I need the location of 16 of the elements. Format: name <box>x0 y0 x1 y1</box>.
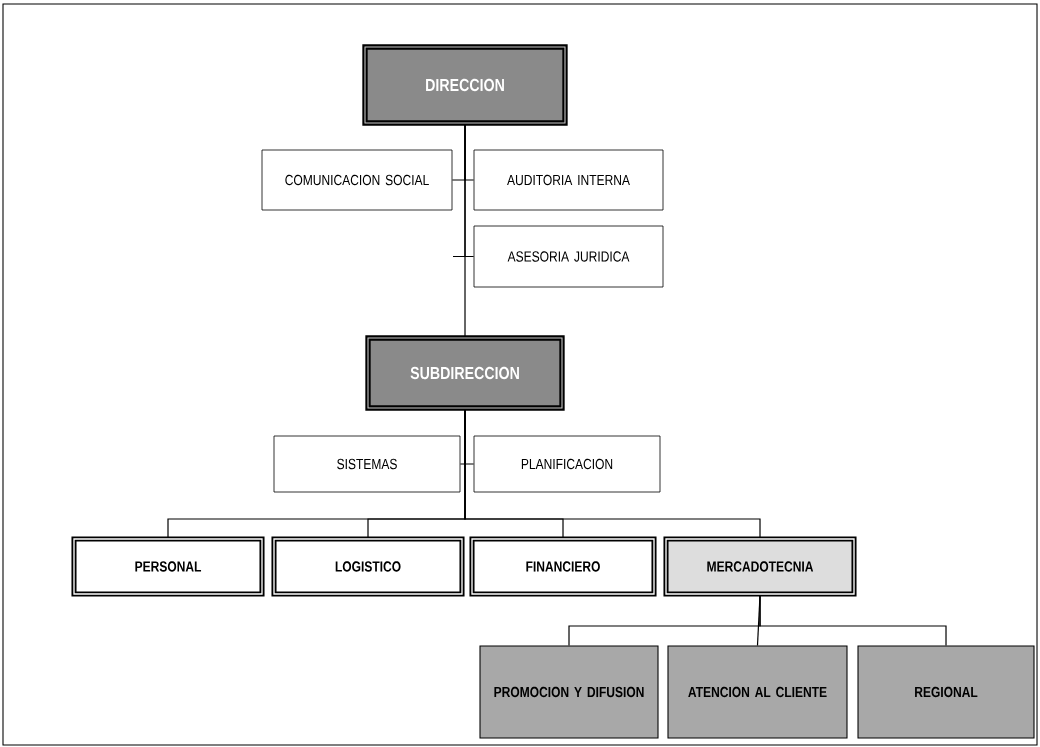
department-box: LOGISTICO <box>271 536 465 597</box>
unit-box: ASESORIA JURIDICA <box>473 225 664 288</box>
heading-box: DIRECCION <box>362 44 568 126</box>
unit-box: REGIONAL <box>857 645 1035 739</box>
department-box: PERSONAL <box>71 536 265 597</box>
unit-box: PLANIFICACION <box>473 435 661 493</box>
connector-line <box>759 594 947 647</box>
unit-box: AUDITORIA INTERNA <box>473 149 664 211</box>
heading-box: SUBDIRECCION <box>365 335 565 411</box>
unit-box: ATENCION AL CLIENTE <box>667 645 848 739</box>
unit-box: COMUNICACION SOCIAL <box>261 149 453 211</box>
connector-line <box>464 123 466 338</box>
unit-box: PROMOCION Y DIFUSION <box>479 645 659 739</box>
department-box: MERCADOTECNIA <box>663 536 857 597</box>
unit-box: SISTEMAS <box>273 435 461 493</box>
department-box: FINANCIERO <box>469 536 657 597</box>
